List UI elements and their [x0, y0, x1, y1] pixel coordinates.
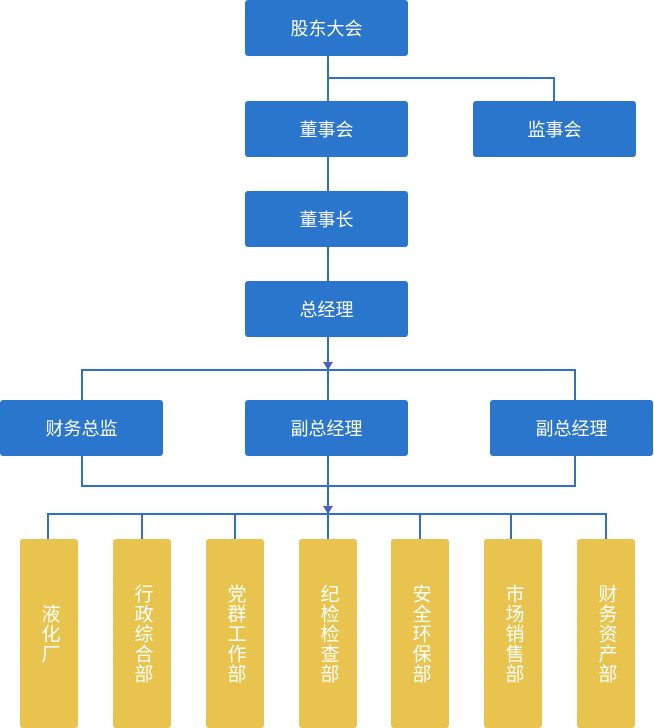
- node-label: 财务总监: [45, 419, 118, 440]
- node-department: 市场销售部: [484, 539, 542, 728]
- arrow-down-icon: [323, 506, 333, 514]
- department-label: 市场销售部: [502, 583, 525, 684]
- node-board-of-directors: 董事会: [245, 101, 408, 157]
- node-label: 副总经理: [290, 419, 363, 440]
- department-label: 党群工作部: [224, 583, 247, 684]
- department-label: 液化厂: [38, 603, 61, 664]
- node-label: 总经理: [299, 300, 354, 321]
- node-cfo: 财务总监: [0, 400, 163, 456]
- node-label: 监事会: [527, 120, 582, 141]
- node-label: 副总经理: [535, 419, 608, 440]
- node-department: 液化厂: [20, 539, 78, 728]
- node-deputy-gm: 副总经理: [490, 400, 653, 456]
- node-shareholders-meeting: 股东大会: [245, 0, 408, 56]
- node-board-of-supervisors: 监事会: [473, 101, 636, 157]
- node-department: 财务资产部: [577, 539, 635, 728]
- node-chairman: 董事长: [245, 191, 408, 247]
- node-department: 纪检检查部: [299, 539, 357, 728]
- node-label: 董事会: [299, 120, 354, 141]
- node-department: 党群工作部: [206, 539, 264, 728]
- node-general-manager: 总经理: [245, 281, 408, 337]
- department-label: 纪检检查部: [317, 583, 340, 684]
- department-label: 安全环保部: [409, 583, 432, 684]
- node-deputy-gm: 副总经理: [245, 400, 408, 456]
- arrow-down-icon: [323, 362, 333, 370]
- connector-shareholders-supervisors: [328, 77, 555, 101]
- node-department: 安全环保部: [391, 539, 449, 728]
- department-label: 行政综合部: [131, 583, 154, 684]
- node-label: 股东大会: [290, 19, 363, 40]
- node-department: 行政综合部: [113, 539, 171, 728]
- connector-executives-bar-top: [81, 369, 576, 400]
- department-label: 财务资产部: [595, 583, 618, 684]
- node-label: 董事长: [299, 210, 354, 231]
